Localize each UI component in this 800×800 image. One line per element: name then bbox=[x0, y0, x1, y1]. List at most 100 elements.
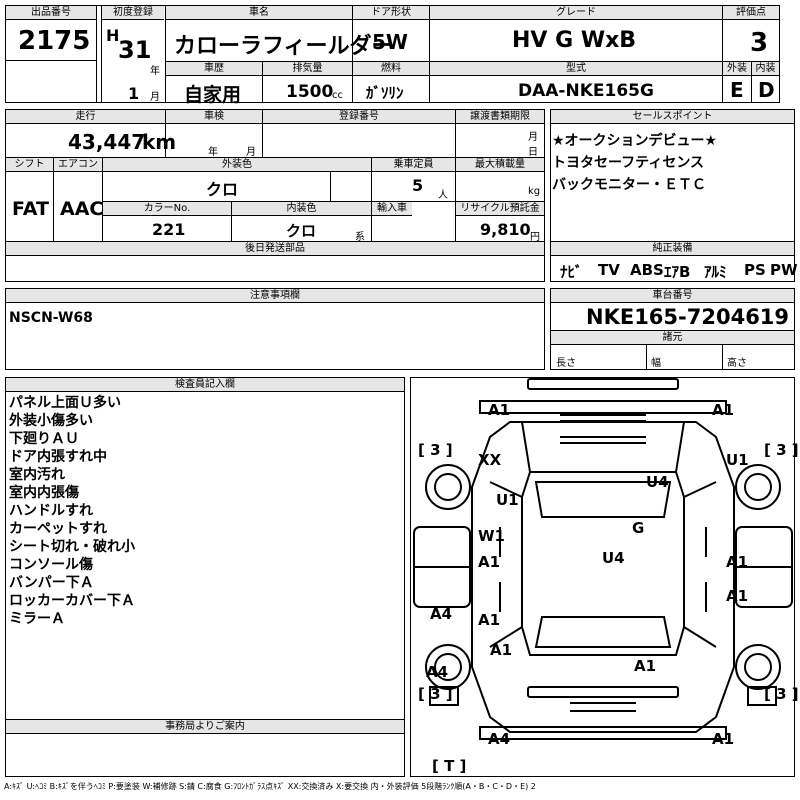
score-label: 評価点 bbox=[723, 6, 779, 20]
equip-pw: PW bbox=[770, 261, 798, 279]
damage-mark: U1 bbox=[726, 451, 749, 469]
note-line: シート切れ・破れ小 bbox=[9, 539, 135, 555]
cc-unit: cc bbox=[332, 90, 343, 101]
note-line: ミラーＡ bbox=[9, 611, 65, 627]
door-value: 5W bbox=[372, 30, 408, 54]
first-reg-label: 初度登録 bbox=[102, 6, 164, 20]
equip-alloy: ｱﾙﾐ bbox=[704, 263, 727, 281]
note-line: 下廻りＡＵ bbox=[9, 431, 79, 447]
recycle-label: リサイクル預託金 bbox=[456, 202, 544, 216]
caution-box bbox=[5, 288, 545, 370]
caution-text: NSCN-W68 bbox=[9, 310, 93, 326]
int-color-label: 内装色 bbox=[232, 202, 371, 216]
model-value: DAA-NKE165G bbox=[518, 81, 654, 101]
displacement-value: 1500 bbox=[286, 82, 334, 102]
reg-month: 1 bbox=[128, 84, 140, 103]
lot-number: 2175 bbox=[18, 26, 91, 56]
car-name-label: 車名 bbox=[166, 6, 352, 20]
inspector-label: 検査員記入欄 bbox=[6, 378, 404, 392]
fuel-label: 燃料 bbox=[353, 62, 429, 76]
grade-label: グレード bbox=[430, 6, 722, 20]
interior-label: 内装 bbox=[752, 62, 779, 76]
mileage-label: 走行 bbox=[6, 110, 165, 124]
month-unit: 月 bbox=[150, 92, 160, 103]
car-outline bbox=[413, 378, 793, 740]
capacity-label: 乗車定員 bbox=[372, 158, 455, 172]
displacement-label: 排気量 bbox=[263, 62, 352, 76]
inspector-box bbox=[5, 377, 405, 777]
interior-grade: D bbox=[758, 78, 775, 102]
exterior-grade: E bbox=[730, 78, 744, 102]
km-unit: km bbox=[142, 130, 177, 154]
damage-mark: A4 bbox=[488, 730, 510, 748]
damage-mark: U4 bbox=[646, 473, 669, 491]
damage-mark: A4 bbox=[430, 605, 452, 623]
damage-mark: A1 bbox=[478, 553, 500, 571]
equip-tv: TV bbox=[598, 261, 620, 279]
damage-mark: A1 bbox=[490, 641, 512, 659]
note-line: ドア内張すれ中 bbox=[9, 449, 107, 465]
note-line: ロッカーカバー下Ａ bbox=[9, 593, 135, 609]
door-label: ドア形状 bbox=[353, 6, 429, 20]
caution-label: 注意事項欄 bbox=[6, 289, 544, 303]
model-label: 型式 bbox=[430, 62, 722, 76]
chassis-number: NKE165-7204619 bbox=[586, 305, 790, 329]
damage-mark: G bbox=[632, 519, 644, 537]
ac-label: エアコン bbox=[54, 158, 102, 172]
load-label: 最大積載量 bbox=[456, 158, 544, 172]
score-value: 3 bbox=[750, 28, 769, 58]
color-no-label: カラーNo. bbox=[103, 202, 231, 216]
damage-mark: A4 bbox=[426, 663, 448, 681]
color-label: 外装色 bbox=[103, 158, 371, 172]
damage-mark: U1 bbox=[496, 491, 519, 509]
yen-unit: 円 bbox=[530, 232, 540, 243]
sales-points-label: セールスポイント bbox=[551, 110, 794, 124]
tyre-mark: [ 3 ] bbox=[418, 441, 453, 459]
reg-year: 31 bbox=[118, 36, 152, 64]
transfer-month-unit: 月 bbox=[528, 132, 538, 143]
note-line: 室内汚れ bbox=[9, 467, 65, 483]
year-unit: 年 bbox=[150, 66, 160, 77]
damage-mark: W1 bbox=[478, 527, 505, 545]
equipment-label: 純正装備 bbox=[551, 242, 794, 256]
grade-value: HV G WxB bbox=[512, 28, 637, 53]
sales-point-3: バックモニター・ＥＴＣ bbox=[552, 177, 706, 193]
reg-no-label: 登録番号 bbox=[263, 110, 455, 124]
length-label: 長さ bbox=[556, 358, 576, 369]
note-line: 外装小傷多い bbox=[9, 413, 93, 429]
tyre-mark: [ 3 ] bbox=[418, 685, 453, 703]
int-color-value: クロ bbox=[286, 222, 317, 240]
note-line: 室内内張傷 bbox=[9, 485, 79, 501]
damage-mark: A1 bbox=[712, 730, 734, 748]
fuel-value: ｶﾞｿﾘﾝ bbox=[366, 84, 404, 102]
note-line: コンソール傷 bbox=[9, 557, 93, 573]
color-value: クロ bbox=[206, 180, 239, 199]
history-label: 車歴 bbox=[166, 62, 262, 76]
tyre-mark: [ T ] bbox=[432, 757, 466, 775]
transfer-day-unit: 日 bbox=[528, 147, 538, 158]
era: H bbox=[106, 26, 120, 45]
note-line: バンパー下Ａ bbox=[9, 575, 94, 591]
person-unit: 人 bbox=[438, 190, 448, 201]
insp-year-unit: 年 bbox=[208, 147, 218, 158]
shift-value: FAT bbox=[12, 198, 49, 220]
import-label: 輸入車 bbox=[372, 202, 412, 216]
capacity-value: 5 bbox=[412, 176, 424, 195]
kg-unit: kg bbox=[528, 186, 541, 197]
tyre-mark: [ 3 ] bbox=[764, 441, 799, 459]
note-line: カーペットすれ bbox=[9, 521, 107, 537]
exterior-label: 外装 bbox=[723, 62, 751, 76]
damage-mark: A1 bbox=[726, 553, 748, 571]
car-name: カローラフィールダー bbox=[174, 34, 394, 59]
mileage-value: 43,447 bbox=[68, 130, 146, 154]
transfer-label: 譲渡書類期限 bbox=[456, 110, 544, 124]
inspection-label: 車検 bbox=[166, 110, 262, 124]
color-no-value: 221 bbox=[152, 220, 186, 239]
office-label: 事務局よりご案内 bbox=[6, 720, 404, 734]
shift-label: シフト bbox=[6, 158, 53, 172]
legend: A:ｷｽﾞ U:ﾍｺﾐ B:ｷｽﾞを伴うﾍｺﾐ P:要塗装 W:補修跡 S:錆 … bbox=[4, 782, 536, 791]
damage-mark: A1 bbox=[712, 401, 734, 419]
damage-diagram-box bbox=[410, 377, 795, 777]
insp-month-unit: 月 bbox=[246, 147, 256, 158]
